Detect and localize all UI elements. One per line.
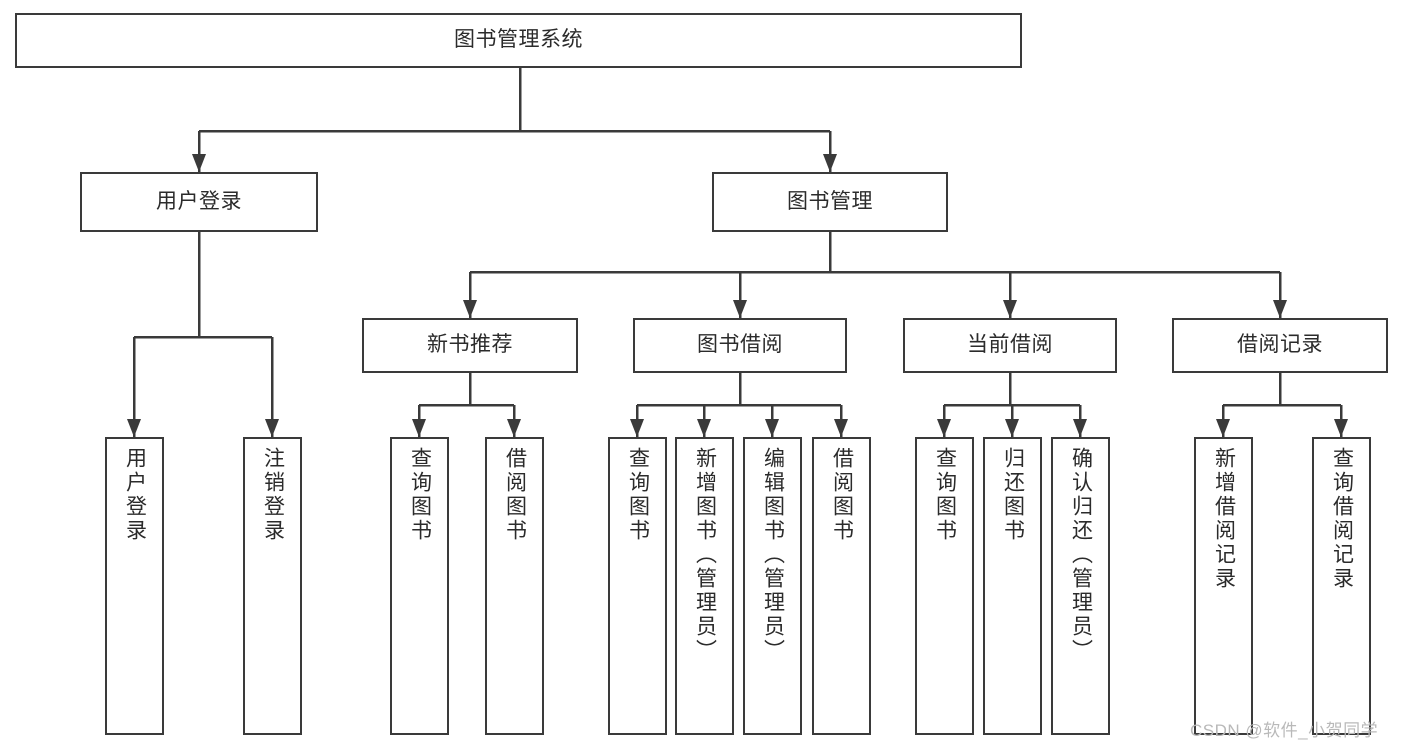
leaf-borrow-query-book[interactable]: 查询图书 [608, 437, 667, 735]
leaf-record-query[interactable]: 查询借阅记录 [1312, 437, 1371, 735]
node-book-manage-label: 图书管理 [787, 189, 873, 213]
node-current-borrow[interactable]: 当前借阅 [903, 318, 1117, 373]
leaf-recommend-query-book[interactable]: 查询图书 [390, 437, 449, 735]
leaf-record-query-label: 查询借阅记录 [1330, 447, 1354, 591]
node-root-label: 图书管理系统 [454, 28, 583, 52]
node-book-manage[interactable]: 图书管理 [712, 172, 948, 232]
node-book-borrow[interactable]: 图书借阅 [633, 318, 847, 373]
leaf-borrow-add-book-label: 新增图书（管理员） [693, 447, 717, 663]
leaf-borrow-edit-book-label: 编辑图书（管理员） [761, 447, 785, 663]
leaf-borrow-add-book[interactable]: 新增图书（管理员） [675, 437, 734, 735]
leaf-borrow-borrow-book[interactable]: 借阅图书 [812, 437, 871, 735]
leaf-current-return-book-label: 归还图书 [1001, 447, 1025, 543]
leaf-record-add-label: 新增借阅记录 [1212, 447, 1236, 591]
leaf-recommend-query-book-label: 查询图书 [408, 447, 432, 543]
leaf-recommend-borrow-book[interactable]: 借阅图书 [485, 437, 544, 735]
leaf-borrow-borrow-book-label: 借阅图书 [830, 447, 854, 543]
leaf-current-query-book-label: 查询图书 [933, 447, 957, 543]
leaf-user-login[interactable]: 用户登录 [105, 437, 164, 735]
leaf-current-confirm-return-label: 确认归还（管理员） [1069, 447, 1093, 663]
leaf-logout[interactable]: 注销登录 [243, 437, 302, 735]
leaf-current-return-book[interactable]: 归还图书 [983, 437, 1042, 735]
csdn-watermark: CSDN @软件_小贺同学 [1190, 721, 1379, 740]
node-new-book-recommend-label: 新书推荐 [427, 333, 513, 357]
node-current-borrow-label: 当前借阅 [967, 333, 1053, 357]
leaf-logout-label: 注销登录 [261, 447, 285, 543]
node-user-login[interactable]: 用户登录 [80, 172, 318, 232]
node-borrow-record-label: 借阅记录 [1237, 333, 1323, 357]
node-borrow-record[interactable]: 借阅记录 [1172, 318, 1388, 373]
node-book-borrow-label: 图书借阅 [697, 333, 783, 357]
leaf-borrow-edit-book[interactable]: 编辑图书（管理员） [743, 437, 802, 735]
leaf-current-query-book[interactable]: 查询图书 [915, 437, 974, 735]
node-root[interactable]: 图书管理系统 [15, 13, 1022, 68]
leaf-user-login-label: 用户登录 [123, 447, 147, 543]
leaf-current-confirm-return[interactable]: 确认归还（管理员） [1051, 437, 1110, 735]
leaf-borrow-query-book-label: 查询图书 [626, 447, 650, 543]
node-user-login-label: 用户登录 [156, 189, 242, 213]
leaf-recommend-borrow-book-label: 借阅图书 [503, 447, 527, 543]
leaf-record-add[interactable]: 新增借阅记录 [1194, 437, 1253, 735]
node-new-book-recommend[interactable]: 新书推荐 [362, 318, 578, 373]
